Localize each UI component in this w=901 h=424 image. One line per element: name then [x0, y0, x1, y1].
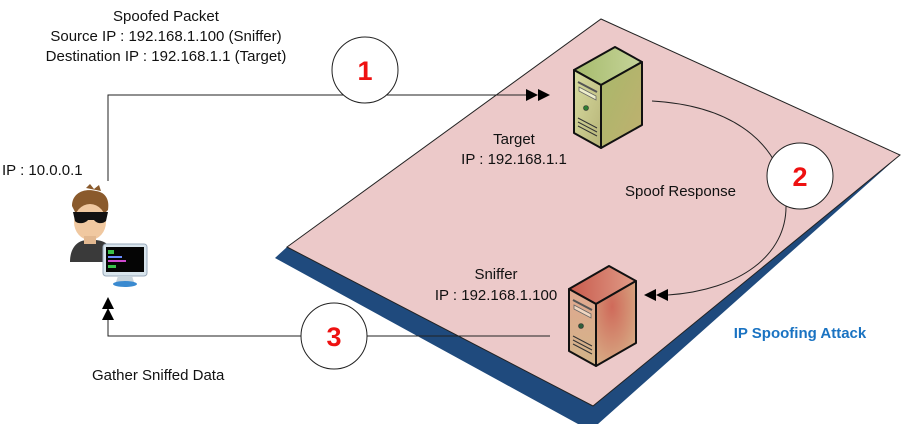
hacker-with-computer-icon	[70, 184, 148, 287]
spoofed-packet-heading: Spoofed Packet	[113, 8, 220, 25]
step-3-label: Gather Sniffed Data	[92, 367, 225, 384]
target-name: Target	[493, 131, 536, 148]
sniffer-server-icon	[568, 265, 637, 367]
sniffer-ip: IP : 192.168.1.100	[435, 287, 557, 304]
target-ip: IP : 192.168.1.1	[461, 151, 567, 168]
diagram-title: IP Spoofing Attack	[734, 325, 867, 342]
target-server-icon	[573, 46, 643, 149]
arrowhead-icon	[644, 289, 656, 301]
attacker-ip: IP : 10.0.0.1	[2, 162, 83, 179]
target-node: Target IP : 192.168.1.1	[461, 46, 643, 168]
arrowhead-icon	[102, 297, 114, 309]
arrowhead-icon	[102, 308, 114, 320]
step-2-label: Spoof Response	[625, 183, 736, 200]
network-plane	[275, 18, 901, 424]
arrowhead-icon	[538, 89, 550, 101]
sniffer-name: Sniffer	[474, 266, 517, 283]
arrowhead-icon	[526, 89, 538, 101]
step-3-badge: 3	[300, 302, 368, 370]
connector-step-3	[102, 297, 550, 337]
sniffer-node: Sniffer IP : 192.168.1.100	[435, 265, 637, 367]
step-2-badge: 2	[766, 142, 834, 210]
step-1-badge: 1	[331, 36, 399, 104]
spoofed-packet-destination: Destination IP : 192.168.1.1 (Target)	[46, 48, 287, 65]
step-1-number: 1	[357, 56, 372, 86]
spoofed-packet-source: Source IP : 192.168.1.100 (Sniffer)	[50, 28, 281, 45]
step-3-number: 3	[326, 322, 341, 352]
attacker-node: IP : 10.0.0.1	[2, 162, 148, 287]
step-2-number: 2	[792, 162, 807, 192]
spoofed-packet-label: Spoofed Packet Source IP : 192.168.1.100…	[46, 8, 287, 65]
arrowhead-icon	[656, 289, 668, 301]
plane-surface	[286, 18, 901, 407]
